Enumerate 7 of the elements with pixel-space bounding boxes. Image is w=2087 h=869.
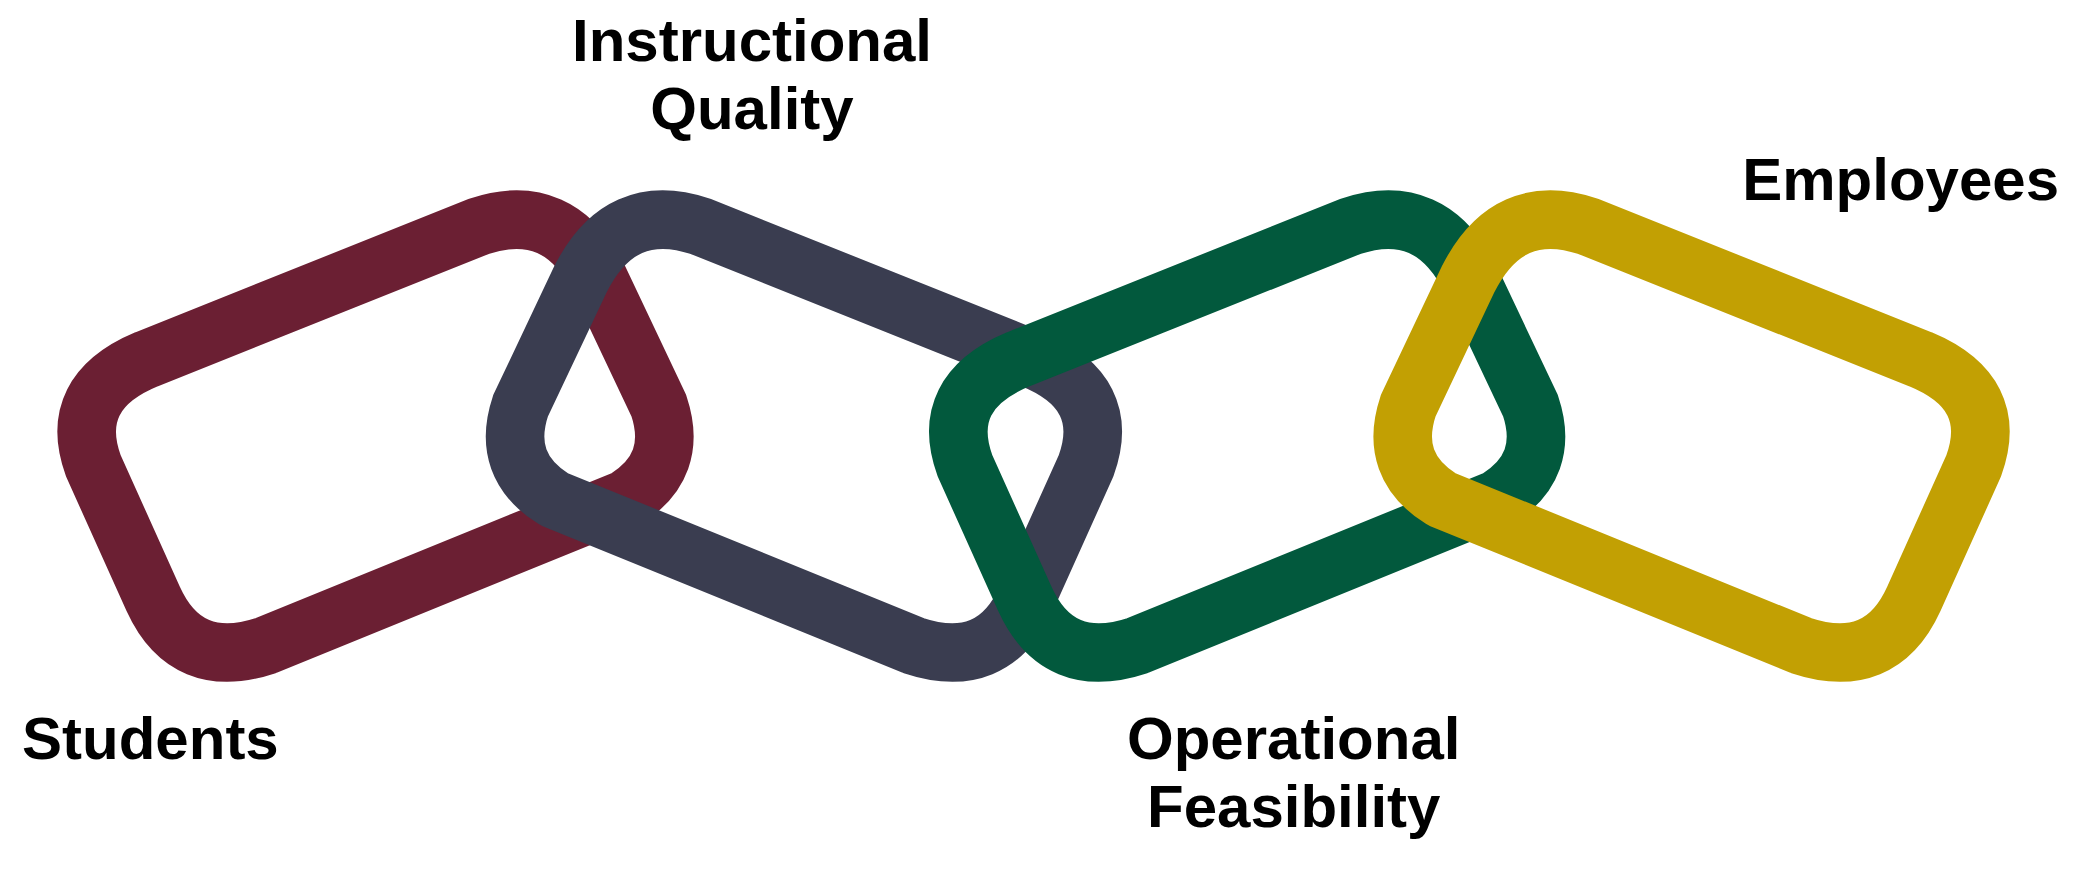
link-label: Instructional Quality [571, 6, 933, 143]
chain-link [485, 190, 1122, 682]
chain-link [57, 190, 694, 682]
chain-link [929, 190, 1566, 682]
link-label: Employees [1741, 146, 2061, 215]
link-label: Students [21, 705, 280, 774]
link-label: Operational Feasibility [1126, 705, 1462, 842]
